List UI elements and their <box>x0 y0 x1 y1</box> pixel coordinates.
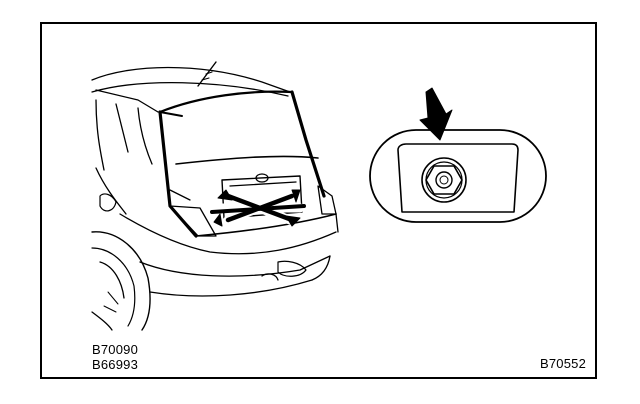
down-arrow-icon <box>419 87 453 141</box>
cross-arrows-icon <box>210 189 306 227</box>
figure-code-2: B66993 <box>92 357 139 372</box>
figure-frame <box>40 22 597 379</box>
nut-detail-icon <box>369 129 547 223</box>
figure-code-right: B70552 <box>540 356 587 371</box>
car-rear-view-illustration <box>91 61 339 331</box>
figure-code-1: B70090 <box>92 342 139 357</box>
